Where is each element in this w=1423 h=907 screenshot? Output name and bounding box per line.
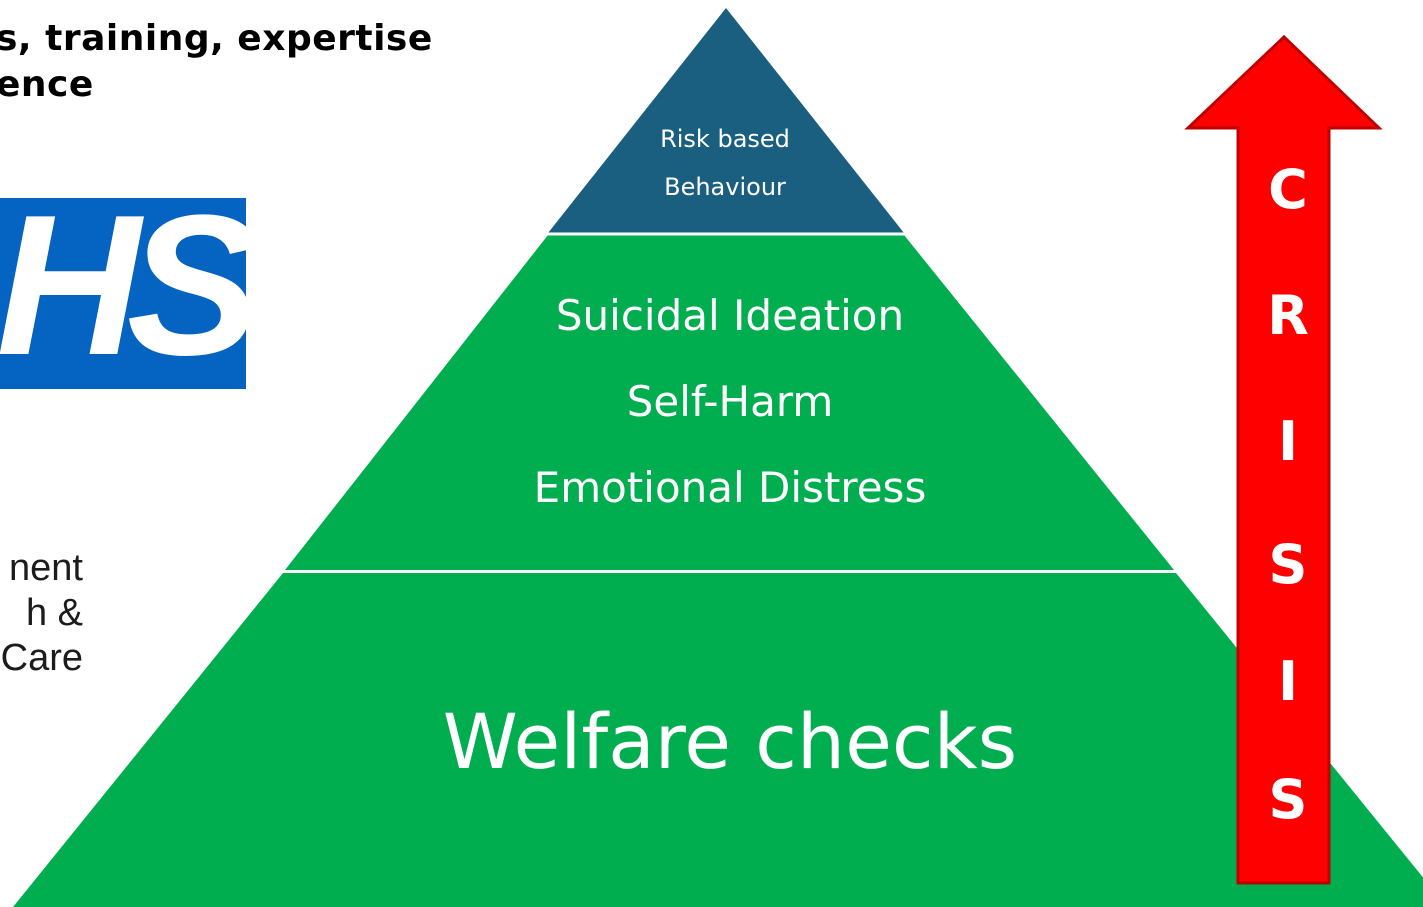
heading-line-2: ence xyxy=(0,64,94,105)
tier-middle-line-1: Suicidal Ideation xyxy=(555,291,905,340)
crisis-letter-1: C xyxy=(1268,158,1308,221)
tier-label-top: Risk based Behaviour xyxy=(600,115,850,211)
department-line-2: h & xyxy=(25,592,83,634)
department-line-1: nent xyxy=(9,547,83,589)
department-line-3: Care xyxy=(0,637,83,679)
pyramid-tier-base xyxy=(13,573,1423,907)
heading-line-1: s, training, expertise xyxy=(0,18,433,59)
tier-middle-line-2: Self-Harm xyxy=(626,377,834,426)
heading-text: s, training, expertise ence xyxy=(0,16,433,108)
crisis-arrow xyxy=(1184,34,1383,885)
crisis-letter-6: S xyxy=(1268,768,1308,831)
tier-middle-line-3: Emotional Distress xyxy=(533,463,927,512)
tier-label-middle: Suicidal Ideation Self-Harm Emotional Di… xyxy=(530,273,930,531)
crisis-letter-5: I xyxy=(1277,650,1299,713)
crisis-letter-4: S xyxy=(1268,533,1308,596)
crisis-letter-3: I xyxy=(1277,410,1299,473)
pyramid-tier-middle xyxy=(285,235,1174,570)
crisis-letter-2: R xyxy=(1267,284,1309,347)
pyramid-tier-top xyxy=(548,8,904,233)
nhs-logo xyxy=(0,198,246,389)
tier-label-base: Welfare checks xyxy=(442,697,1018,786)
nhs-logo-text: HS xyxy=(0,186,246,386)
tier-top-line-2: Behaviour xyxy=(664,173,786,201)
tier-top-line-1: Risk based xyxy=(660,125,790,153)
department-text: nent h & Care xyxy=(0,546,83,681)
